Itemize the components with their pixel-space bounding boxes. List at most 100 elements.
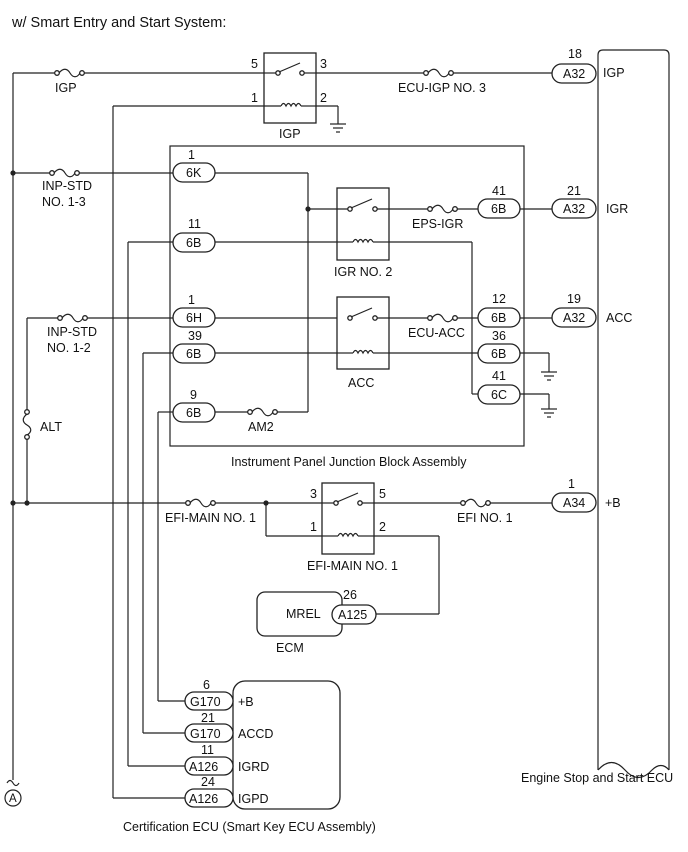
relay-acc: [336, 296, 390, 370]
fuse-ecu-igp3: [423, 68, 454, 78]
relay-efi-main1-label: EFI-MAIN NO. 1: [307, 559, 398, 573]
svg-text:1: 1: [188, 293, 195, 307]
fuse-am2-label: AM2: [248, 420, 274, 434]
conn-a32-18: [551, 63, 597, 84]
svg-text:A126: A126: [189, 792, 218, 806]
junction-block-outline: [169, 145, 525, 447]
svg-text:A126: A126: [189, 760, 218, 774]
svg-text:24: 24: [201, 775, 215, 789]
conn-a32-21: [551, 198, 597, 219]
fuse-alt-label: ALT: [40, 420, 62, 434]
svg-text:6C: 6C: [491, 388, 507, 402]
relay-acc-label: ACC: [348, 376, 374, 390]
relay-igp-label: IGP: [279, 127, 301, 141]
svg-text:36: 36: [492, 329, 506, 343]
svg-text:6B: 6B: [491, 347, 506, 361]
svg-text:NO. 1-2: NO. 1-2: [47, 341, 91, 355]
ecu-term-acc: ACC: [606, 311, 632, 325]
relay-igp: [263, 52, 317, 124]
fuse-inp-std-13: [49, 168, 80, 178]
ecm-name: ECM: [276, 641, 304, 655]
fuse-efi1: [460, 498, 491, 508]
conn-a126-11: [184, 756, 234, 776]
svg-text:A125: A125: [338, 608, 367, 622]
fuse-inp-std-12: [57, 313, 88, 323]
conn-g170-6: [184, 691, 234, 711]
fuse-am2: [247, 407, 278, 417]
fuse-efi1-label: EFI NO. 1: [457, 511, 513, 525]
svg-text:A32: A32: [563, 67, 585, 81]
conn-a32-18-pin: 18: [568, 47, 582, 61]
svg-text:6B: 6B: [491, 311, 506, 325]
svg-text:19: 19: [567, 292, 581, 306]
fuse-alt: [22, 409, 32, 440]
svg-text:21: 21: [201, 711, 215, 725]
relay-igp-pin2: 2: [320, 91, 327, 105]
relay-igp-pin3: 3: [320, 57, 327, 71]
svg-text:A34: A34: [563, 496, 585, 510]
fuse-ecu-acc: [427, 313, 458, 323]
svg-text:12: 12: [492, 292, 506, 306]
svg-text:ACCD: ACCD: [238, 727, 273, 741]
svg-text:6B: 6B: [491, 202, 506, 216]
conn-a125: [331, 604, 377, 625]
conn-a34-1: [551, 492, 597, 513]
certification-ecu-name: Certification ECU (Smart Key ECU Assembl…: [123, 820, 376, 834]
svg-text:G170: G170: [190, 695, 221, 709]
certification-ecu-box: [232, 680, 341, 810]
svg-text:2: 2: [379, 520, 386, 534]
relay-igr-no2-label: IGR NO. 2: [334, 265, 392, 279]
ecu-term-igp: IGP: [603, 66, 625, 80]
svg-text:A32: A32: [563, 311, 585, 325]
ground-icon: [330, 123, 346, 133]
svg-text:6H: 6H: [186, 311, 202, 325]
fuse-efi-main1-label: EFI-MAIN NO. 1: [165, 511, 256, 525]
svg-text:NO. 1-3: NO. 1-3: [42, 195, 86, 209]
ecm-term-mrel: MREL: [286, 607, 321, 621]
svg-text:1: 1: [310, 520, 317, 534]
fuse-igp: [54, 68, 85, 78]
svg-text:6B: 6B: [186, 347, 201, 361]
svg-text:1: 1: [188, 148, 195, 162]
relay-igr-no2: [336, 187, 390, 261]
fuse-inp-std-12-label: INP-STD: [47, 325, 97, 339]
fuse-inp-std-13-label: INP-STD: [42, 179, 92, 193]
ecu-term-b: +B: [605, 496, 621, 510]
ref-marker-a: A: [4, 789, 22, 807]
fuse-eps-igr-label: EPS-IGR: [412, 217, 463, 231]
diagram-title: w/ Smart Entry and Start System:: [11, 15, 226, 31]
fuse-efi-main1: [185, 498, 216, 508]
svg-text:1: 1: [568, 477, 575, 491]
ground-icon: [541, 371, 557, 381]
engine-stop-start-ecu: [597, 49, 670, 779]
conn-a32-19: [551, 307, 597, 328]
svg-text:5: 5: [379, 487, 386, 501]
svg-text:21: 21: [567, 184, 581, 198]
svg-text:3: 3: [310, 487, 317, 501]
fuse-ecu-acc-label: ECU-ACC: [408, 326, 465, 340]
svg-text:A32: A32: [563, 202, 585, 216]
relay-efi-main1: [321, 482, 375, 555]
svg-text:6B: 6B: [186, 236, 201, 250]
svg-text:+B: +B: [238, 695, 254, 709]
svg-text:11: 11: [188, 217, 201, 231]
ground-icon: [541, 408, 557, 418]
relay-igp-pin5: 5: [251, 57, 258, 71]
fuse-ecu-igp3-label: ECU-IGP NO. 3: [398, 81, 486, 95]
ecu-term-igr: IGR: [606, 202, 628, 216]
svg-text:41: 41: [492, 369, 506, 383]
svg-text:9: 9: [190, 388, 197, 402]
svg-text:IGPD: IGPD: [238, 792, 269, 806]
svg-text:IGRD: IGRD: [238, 760, 269, 774]
fuse-igp-label: IGP: [55, 81, 77, 95]
svg-text:6: 6: [203, 678, 210, 692]
svg-text:G170: G170: [190, 727, 221, 741]
svg-text:39: 39: [188, 329, 202, 343]
svg-text:A: A: [9, 793, 17, 805]
conn-g170-21: [184, 723, 234, 743]
svg-text:26: 26: [343, 588, 357, 602]
svg-text:6K: 6K: [186, 166, 202, 180]
svg-text:6B: 6B: [186, 406, 201, 420]
ecu-name: Engine Stop and Start ECU: [521, 771, 673, 785]
